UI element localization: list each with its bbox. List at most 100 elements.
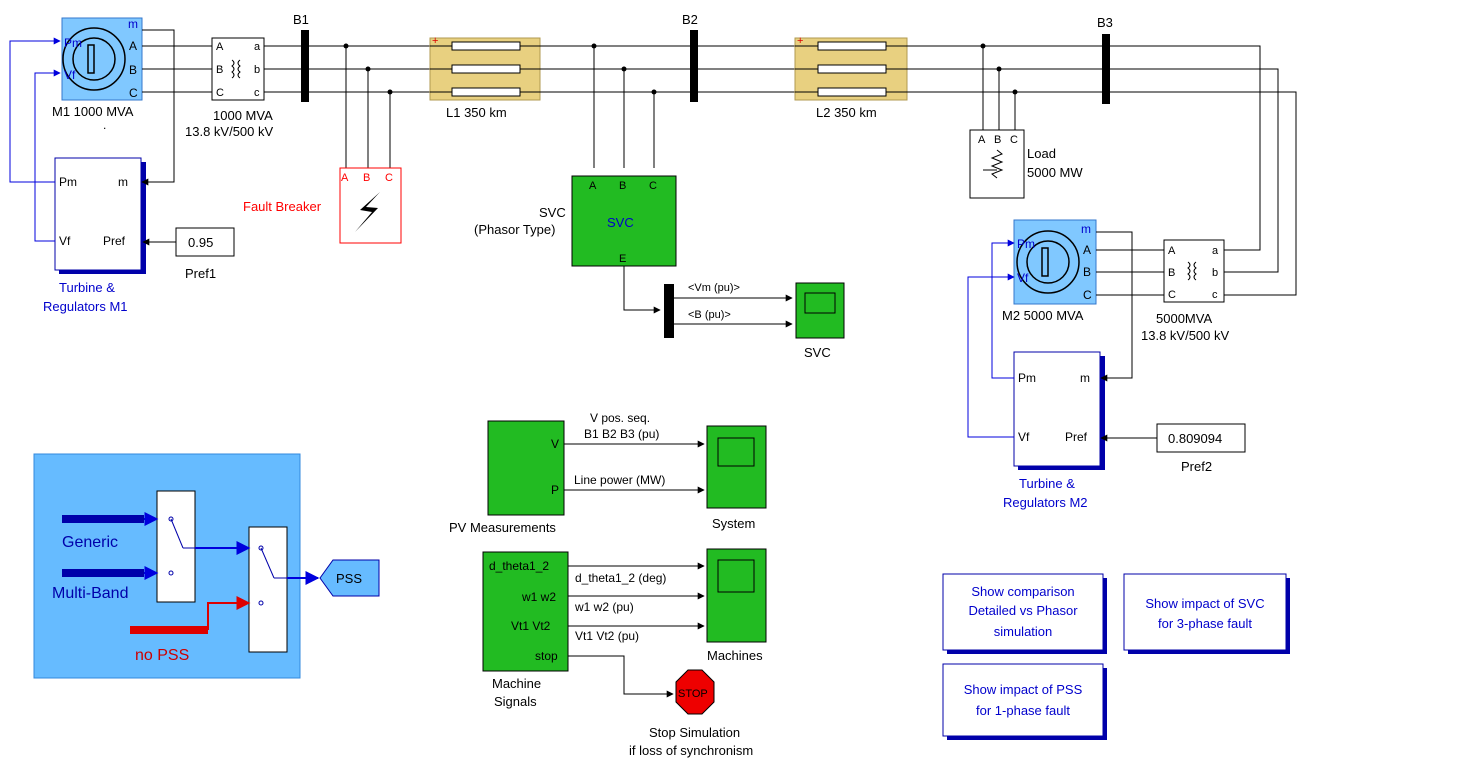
svc-signal-b: <B (pu)>: [688, 309, 731, 321]
transformer-t1[interactable]: A B C a b c: [211, 37, 265, 101]
machine-m2[interactable]: Pm Vf m A B C: [1013, 219, 1097, 305]
machines-scope[interactable]: [706, 548, 767, 643]
m1-port-vf: Vf: [64, 68, 76, 82]
stop-label-1: Stop Simulation: [649, 725, 740, 740]
machine-m1-rotor-icon: [87, 44, 95, 74]
svc-block-text: SVC: [607, 215, 634, 230]
pss-impact-line-2: for 1-phase fault: [976, 703, 1070, 718]
bus-b1-label: B1: [293, 12, 309, 27]
pss-panel[interactable]: Generic Multi-Band no PSS PSS: [33, 453, 380, 679]
svc-impact-line-1: Show impact of SVC: [1145, 596, 1264, 611]
t1-port-a-lower: a: [254, 41, 261, 53]
t2-port-b-lower: b: [1212, 267, 1218, 279]
svc-port-c: C: [649, 180, 657, 192]
t2-port-c-upper: C: [1168, 289, 1176, 301]
stop-block[interactable]: STOP: [675, 669, 715, 715]
pref2-constant[interactable]: 0.809094: [1156, 423, 1246, 453]
pv-signal-1a: V pos. seq.: [590, 411, 650, 425]
transformer-t2[interactable]: A B C a b c: [1163, 239, 1225, 303]
svc-scope[interactable]: [795, 282, 845, 339]
line-l2[interactable]: +: [794, 35, 908, 101]
bus-b3[interactable]: [1102, 34, 1110, 104]
bus-b1[interactable]: [301, 30, 309, 102]
pref1-label: Pref1: [185, 266, 216, 281]
pss-impact-line-1: Show impact of PSS: [964, 682, 1083, 697]
m2-port-vf: Vf: [1017, 271, 1029, 285]
pss-option-multiband[interactable]: Multi-Band: [52, 585, 128, 602]
load-port-c: C: [1010, 134, 1018, 146]
ms-port-vt: Vt1 Vt2: [511, 619, 551, 633]
m2-port-m: m: [1081, 222, 1091, 236]
load-block[interactable]: A B C: [969, 129, 1025, 199]
pss-option-generic[interactable]: Generic: [62, 534, 118, 551]
m1-port-a: A: [129, 39, 137, 53]
svc-bus-selector[interactable]: [664, 284, 674, 338]
stop-block-text: STOP: [678, 688, 708, 700]
ms-signal-3: Vt1 Vt2 (pu): [575, 629, 639, 643]
regulators-m1[interactable]: Pm Vf m Pref: [54, 157, 146, 274]
load-port-b: B: [994, 134, 1001, 146]
m1-port-m: m: [128, 17, 138, 31]
svc-port-e: E: [619, 253, 626, 265]
t1-rating: 13.8 kV/500 kV: [185, 124, 273, 139]
svg-text:+: +: [797, 35, 803, 47]
system-scope-screen-icon: [717, 437, 755, 467]
t2-name: 5000MVA: [1156, 311, 1212, 326]
reg2-label-2: Regulators M2: [1003, 495, 1088, 510]
reg1-label-1: Turbine &: [59, 280, 115, 295]
generic-source: [62, 515, 144, 523]
t1-coil-icon: [231, 59, 241, 79]
reg2-port-m: m: [1080, 371, 1090, 385]
regulators-m2[interactable]: Pm Vf m Pref: [1013, 351, 1105, 470]
t1-port-c-lower: c: [254, 87, 260, 99]
fault-breaker[interactable]: A B C: [339, 167, 402, 244]
t2-port-c-lower: c: [1212, 289, 1218, 301]
svc-port-b: B: [619, 180, 626, 192]
show-comparison-button[interactable]: Show comparison Detailed vs Phasor simul…: [942, 573, 1107, 654]
m2-port-pm: Pm: [1017, 237, 1035, 251]
pv-label: PV Measurements: [449, 520, 556, 535]
machine-signals-block[interactable]: d_theta1_2 w1 w2 Vt1 Vt2 stop: [482, 551, 569, 672]
reg1-port-m: m: [118, 175, 128, 189]
t2-port-b-upper: B: [1168, 267, 1175, 279]
reg2-port-pref: Pref: [1065, 430, 1088, 444]
manual-switch-1[interactable]: [156, 490, 196, 603]
ms-signal-1: d_theta1_2 (deg): [575, 571, 666, 585]
pref1-value: 0.95: [188, 235, 213, 250]
pv-measurements-block[interactable]: V P: [487, 420, 565, 516]
pss-goto-label: PSS: [336, 571, 362, 586]
machine-m1[interactable]: Pm Vf m A B C: [61, 17, 143, 101]
line-l1[interactable]: +: [429, 35, 541, 101]
svg-text:+: +: [432, 35, 438, 47]
show-svc-impact-button[interactable]: Show impact of SVC for 3-phase fault: [1123, 573, 1290, 654]
pref1-constant[interactable]: 0.95: [175, 227, 235, 257]
reg1-label-2: Regulators M1: [43, 299, 128, 314]
manual-switch-2[interactable]: [248, 526, 288, 653]
comparison-line-1: Show comparison: [971, 584, 1074, 599]
m1-port-pm: Pm: [64, 36, 82, 50]
t2-rating: 13.8 kV/500 kV: [1141, 328, 1229, 343]
m2-port-c: C: [1083, 288, 1092, 302]
show-pss-impact-button[interactable]: Show impact of PSS for 1-phase fault: [942, 663, 1107, 740]
ms-port-w: w1 w2: [521, 590, 556, 604]
b1-l1-wires: [309, 45, 430, 168]
svc-port-a: A: [589, 180, 597, 192]
svc-scope-label: SVC: [804, 345, 831, 360]
t1-port-b-upper: B: [216, 64, 223, 76]
fault-port-c: C: [385, 172, 393, 184]
ms-label-2: Signals: [494, 694, 537, 709]
machines-scope-label: Machines: [707, 648, 763, 663]
machine-m2-rotor-icon: [1041, 247, 1049, 277]
svc-block[interactable]: A B C SVC E: [571, 175, 677, 267]
bus-b2[interactable]: [690, 30, 698, 102]
pref2-value: 0.809094: [1168, 431, 1222, 446]
ms-label-1: Machine: [492, 676, 541, 691]
svc-side-label-1: SVC: [539, 205, 566, 220]
pv-signal-2: Line power (MW): [574, 473, 665, 487]
pss-option-no-pss[interactable]: no PSS: [135, 647, 189, 664]
t1-port-c-upper: C: [216, 87, 224, 99]
system-scope[interactable]: [706, 425, 767, 509]
line-l2-label: L2 350 km: [816, 105, 877, 120]
reg2-port-vf: Vf: [1018, 430, 1030, 444]
